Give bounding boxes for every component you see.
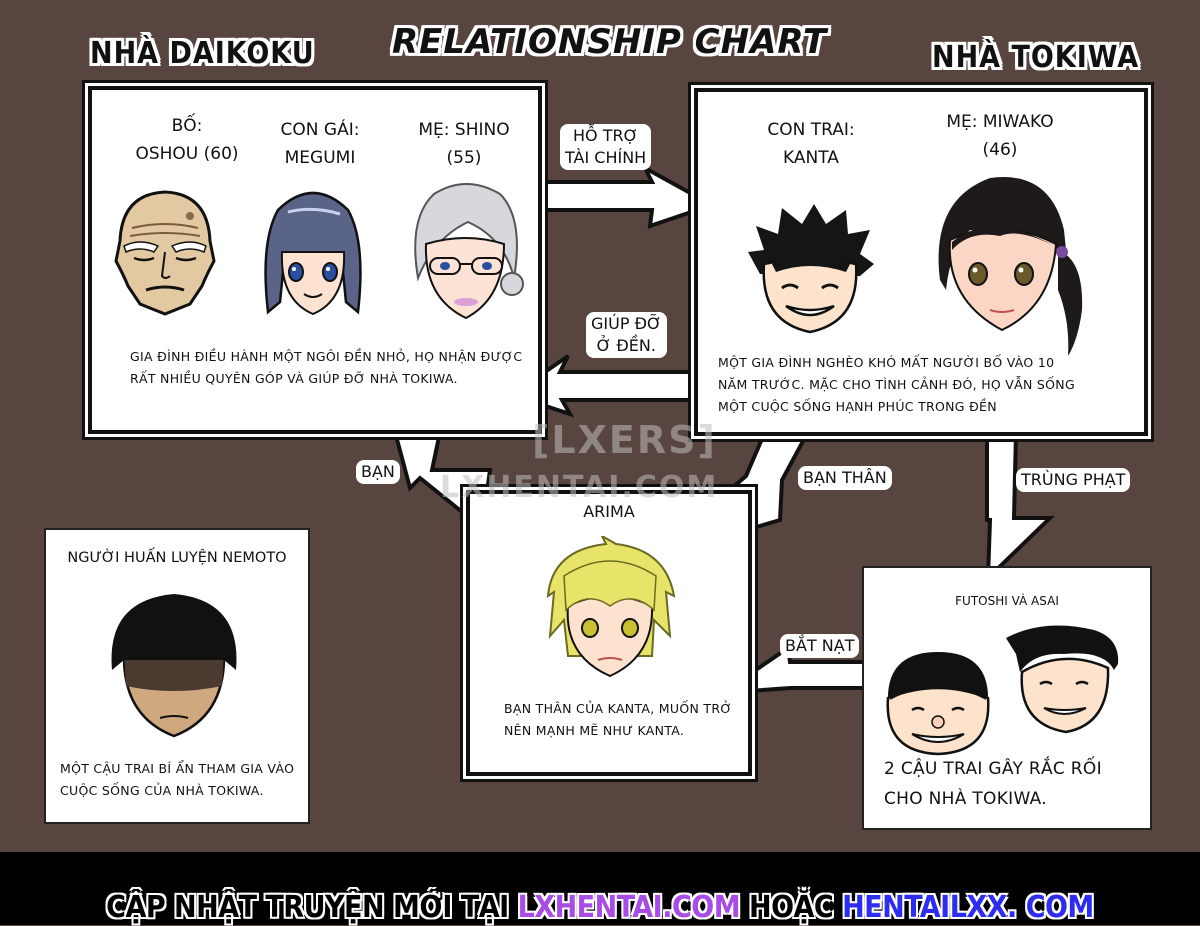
old-bald-man-face (114, 190, 216, 316)
bullies-description: 2 CẬU TRAI GÂY RẮC RỐI CHO NHÀ TOKIWA. (884, 754, 1144, 814)
chart-title: RELATIONSHIP CHART (392, 22, 828, 62)
panel-nemoto: NGƯỜI HUẤN LUYỆN NEMOTO MỘT CẬU TRAI BÍ … (44, 528, 310, 824)
description-line: NĂM TRƯỚC. MẶC CHO TÌNH CẢNH ĐÓ, HỌ VẪN … (718, 377, 1075, 392)
footer-prefix: CẬP NHẬT TRUYỆN MỚI TẠI (106, 890, 518, 925)
member-role: MẸ: SHINO (418, 120, 510, 140)
relation-label-line: BẠN THÂN (803, 468, 887, 487)
relation-label-shrine-help: GIÚP ĐỠ Ở ĐỀN. (586, 312, 667, 358)
description-line: 2 CẬU TRAI GÂY RẮC RỐI (884, 759, 1102, 779)
relation-label-line: HỖ TRỢ (572, 126, 639, 145)
panel-tokiwa-family: CON TRAI: KANTA MẸ: MIWAKO (46) MỘT GIA … (694, 88, 1148, 436)
description-line: BẠN THÂN CỦA KANTA, MUỐN TRỞ (504, 701, 733, 716)
relation-label-punishment: TRÙNG PHẠT (1016, 468, 1131, 492)
relation-label-line: BẠN (361, 462, 395, 481)
description-line: MỘT GIA ĐÌNH NGHÈO KHÓ MẤT NGƯỜI BỐ VÀO … (718, 355, 1055, 370)
panel-futoshi-asai: FUTOSHI VÀ ASAI 2 CẬU TRAI GÂY RẮC RỐI C… (862, 566, 1152, 830)
description-line: MỘT CẬU TRAI BÍ ẨN THAM GIA VÀO (60, 761, 295, 776)
character-name-nemoto: NGƯỜI HUẤN LUYỆN NEMOTO (67, 550, 287, 566)
relation-label-financial-support: HỖ TRỢ TÀI CHÍNH (560, 124, 652, 170)
description-line: CHO NHÀ TOKIWA. (884, 789, 1048, 809)
member-role: CON TRAI: (767, 120, 855, 140)
relation-label-bully: BẮT NẠT (780, 634, 860, 658)
relation-label-line: Ở ĐỀN. (596, 336, 656, 355)
shadowed-boy-face (111, 594, 237, 738)
member-role: CON GÁI: (280, 120, 360, 140)
relation-label-line: GIÚP ĐỠ (591, 314, 662, 333)
description-line: NÊN MẠNH MẼ NHƯ KANTA. (504, 723, 685, 738)
member-megumi-label: CON GÁI: MEGUMI (260, 116, 380, 172)
arrow-financial-support (538, 163, 717, 229)
member-name: (46) (982, 140, 1018, 160)
character-name-arima: ARIMA (583, 502, 635, 521)
description-line: CUỘC SỐNG CỦA NHÀ TOKIWA. (60, 783, 264, 798)
relation-label-line: BẮT NẠT (785, 636, 855, 655)
member-role: BỐ: (171, 116, 203, 136)
member-miwako-label: MẸ: MIWAKO (46) (930, 108, 1070, 164)
relation-label-best-friend: BẠN THÂN (798, 466, 892, 490)
girl-dark-bob-hair-face (264, 191, 362, 316)
member-role: MẸ: MIWAKO (946, 112, 1054, 132)
description-line: MỘT CUỘC SỐNG HẠNH PHÚC TRONG ĐỀN (718, 399, 997, 414)
member-name: KANTA (783, 148, 839, 168)
family-title-daikoku: NHÀ DAIKOKU (90, 36, 315, 71)
family-title-tokiwa: NHÀ TOKIWA (932, 40, 1140, 75)
footer-bar (0, 852, 1200, 925)
member-name: OSHOU (60) (135, 144, 239, 164)
woman-dark-ponytail-face (938, 177, 1083, 356)
arima-description: BẠN THÂN CỦA KANTA, MUỐN TRỞ NÊN MẠNH MẼ… (504, 698, 744, 742)
character-name-bullies: FUTOSHI VÀ ASAI (955, 594, 1059, 608)
footer-middle: HOẶC (740, 890, 843, 925)
description-line: GIA ĐÌNH ĐIỀU HÀNH MỘT NGÔI ĐỀN NHỎ, HỌ … (130, 349, 523, 364)
relation-label-friend: BẠN (356, 460, 400, 484)
footer-banner: CẬP NHẬT TRUYỆN MỚI TẠI LXHENTAI.COM HOẶ… (0, 890, 1200, 926)
panel-arima: ARIMA BẠN THÂN CỦA KANTA, MUỐN TRỞ NÊN M… (466, 490, 752, 776)
member-oshou-label: BỐ: OSHOU (60) (122, 112, 252, 168)
watermark-lxhentai: LXHENTAI.COM (440, 470, 719, 505)
boy-spiky-hair-smiling-face (748, 204, 874, 334)
daikoku-description: GIA ĐÌNH ĐIỀU HÀNH MỘT NGÔI ĐỀN NHỎ, HỌ … (130, 346, 530, 390)
chubby-boy-face (886, 652, 990, 756)
footer-site-1-link[interactable]: LXHENTAI.COM (517, 890, 741, 925)
panel-daikoku-family: BỐ: OSHOU (60) CON GÁI: MEGUMI MẸ: SHINO… (88, 86, 542, 434)
relation-label-line: TÀI CHÍNH (565, 148, 647, 167)
blond-boy-face (546, 536, 676, 678)
tokiwa-description: MỘT GIA ĐÌNH NGHÈO KHÓ MẤT NGƯỜI BỐ VÀO … (718, 352, 1138, 418)
member-name: (55) (446, 148, 482, 168)
member-name: MEGUMI (284, 148, 356, 168)
footer-site-2-link[interactable]: HENTAILXX. COM (842, 890, 1094, 925)
woman-gray-hair-glasses-face (414, 183, 524, 320)
slick-hair-boy-face (1006, 625, 1119, 734)
member-shino-label: MẸ: SHINO (55) (404, 116, 524, 172)
description-line: RẤT NHIỀU QUYÊN GÓP VÀ GIÚP ĐỠ NHÀ TOKIW… (130, 371, 458, 386)
nemoto-description: MỘT CẬU TRAI BÍ ẨN THAM GIA VÀO CUỘC SỐN… (60, 758, 300, 802)
member-kanta-label: CON TRAI: KANTA (746, 116, 876, 172)
arrow-punishment (985, 430, 1055, 583)
relation-label-line: TRÙNG PHẠT (1021, 470, 1126, 489)
watermark-lxers: [LXERS] (532, 418, 717, 462)
